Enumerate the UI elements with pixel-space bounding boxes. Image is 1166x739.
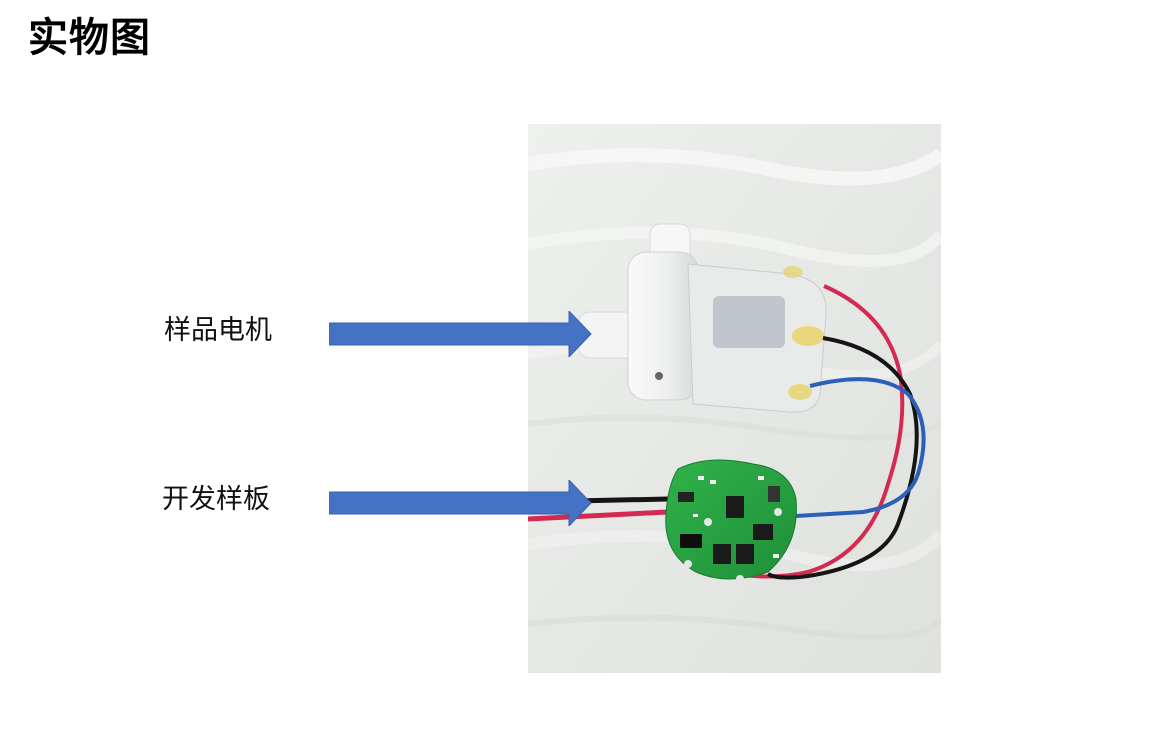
arrow-right-icon	[329, 311, 592, 357]
board-label: 开发样板	[162, 484, 270, 515]
arrow-right-icon	[329, 480, 592, 526]
product-photo	[528, 124, 941, 673]
motor-label: 样品电机	[164, 315, 272, 346]
slide-title: 实物图	[28, 15, 151, 61]
